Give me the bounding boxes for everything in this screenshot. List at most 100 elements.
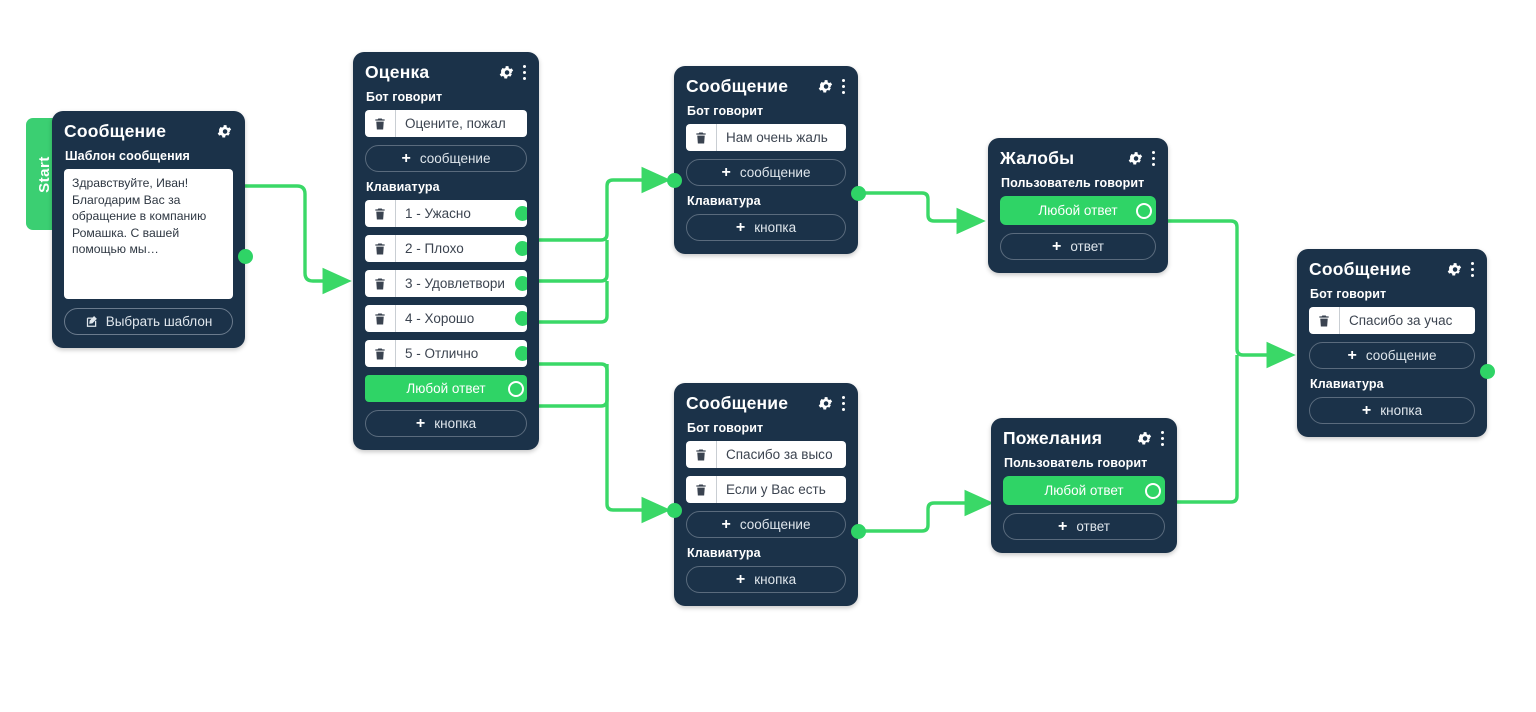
message-row[interactable]: Если у Вас есть <box>686 476 846 503</box>
message-text[interactable]: Спасибо за учас <box>1349 313 1453 328</box>
node-zhaloby[interactable]: Жалобы Пользователь говорит Любой ответ … <box>988 138 1168 273</box>
plus-icon: + <box>721 163 731 181</box>
output-port[interactable] <box>850 524 866 539</box>
more-vertical-icon[interactable] <box>1470 261 1475 278</box>
trash-icon[interactable] <box>686 124 717 151</box>
more-vertical-icon[interactable] <box>841 395 846 412</box>
gear-icon[interactable] <box>216 123 233 140</box>
gear-icon[interactable] <box>498 64 515 81</box>
node-title: Сообщение <box>686 76 789 96</box>
node-pozhelaniya[interactable]: Пожелания Пользователь говорит Любой отв… <box>991 418 1177 553</box>
add-keyboard-button[interactable]: + кнопка <box>1309 397 1475 424</box>
node-header-icons[interactable] <box>817 78 846 95</box>
keyboard-button-row[interactable]: 3 - Удовлетвори <box>365 270 527 297</box>
trash-icon[interactable] <box>365 270 396 297</box>
trash-icon[interactable] <box>1309 307 1340 334</box>
add-message-button[interactable]: + сообщение <box>686 159 846 186</box>
more-vertical-icon[interactable] <box>1151 150 1156 167</box>
message-row[interactable]: Оцените, пожал <box>365 110 527 137</box>
wire-thanks-to-pozhelaniya <box>858 489 994 533</box>
trash-icon[interactable] <box>365 200 396 227</box>
any-answer-bar[interactable]: Любой ответ <box>1000 196 1156 225</box>
add-keyboard-button[interactable]: + кнопка <box>365 410 527 437</box>
section-label-keyboard: Клавиатура <box>366 180 440 194</box>
input-port[interactable] <box>666 173 682 188</box>
add-button-label: кнопка <box>434 416 477 431</box>
keyboard-button-row[interactable]: 2 - Плохо <box>365 235 527 262</box>
more-vertical-icon[interactable] <box>841 78 846 95</box>
gear-icon[interactable] <box>1127 150 1144 167</box>
message-text[interactable]: Нам очень жаль <box>726 130 828 145</box>
gear-icon[interactable] <box>817 78 834 95</box>
node-header-icons[interactable] <box>817 395 846 412</box>
output-port[interactable] <box>515 206 527 221</box>
add-keyboard-button[interactable]: + кнопка <box>686 214 846 241</box>
output-port[interactable] <box>515 346 527 361</box>
node-final-message[interactable]: Сообщение Бот говорит Спасибо за учас + … <box>1297 249 1495 437</box>
add-answer-button[interactable]: + ответ <box>1003 513 1165 540</box>
node-header-icons[interactable] <box>1127 150 1156 167</box>
keyboard-button-text[interactable]: 4 - Хорошо <box>405 311 475 326</box>
keyboard-button-row[interactable]: 5 - Отлично <box>365 340 527 367</box>
section-label-keyboard: Клавиатура <box>687 546 761 560</box>
trash-icon[interactable] <box>365 340 396 367</box>
add-message-button[interactable]: + сообщение <box>1309 342 1475 369</box>
node-title: Пожелания <box>1003 428 1103 448</box>
more-vertical-icon[interactable] <box>1160 430 1165 447</box>
any-answer-bar[interactable]: Любой ответ <box>1003 476 1165 505</box>
message-text[interactable]: Оцените, пожал <box>405 116 506 131</box>
trash-icon[interactable] <box>686 441 717 468</box>
gear-icon[interactable] <box>1136 430 1153 447</box>
keyboard-button-row[interactable]: 1 - Ужасно <box>365 200 527 227</box>
keyboard-button-text[interactable]: 1 - Ужасно <box>405 206 471 221</box>
output-port[interactable] <box>850 186 866 201</box>
message-row[interactable]: Нам очень жаль <box>686 124 846 151</box>
gear-icon[interactable] <box>817 395 834 412</box>
any-answer-label: Любой ответ <box>1038 203 1118 218</box>
trash-icon[interactable] <box>686 476 717 503</box>
keyboard-button-text[interactable]: 2 - Плохо <box>405 241 464 256</box>
wire-btn3-merge <box>538 281 609 324</box>
input-port[interactable] <box>666 503 682 518</box>
node-header-icons[interactable] <box>1136 430 1165 447</box>
keyboard-button-text[interactable]: 5 - Отлично <box>405 346 479 361</box>
node-ocenka[interactable]: Оценка Бот говорит Оцените, пожал + сооб… <box>353 52 539 450</box>
plus-icon: + <box>1347 346 1357 364</box>
any-answer-bar[interactable]: Любой ответ <box>365 375 527 402</box>
output-port[interactable] <box>237 249 253 264</box>
output-port[interactable] <box>515 276 527 291</box>
any-answer-label: Любой ответ <box>1044 483 1124 498</box>
message-row[interactable]: Спасибо за учас <box>1309 307 1475 334</box>
add-message-label: сообщение <box>739 517 811 532</box>
message-text[interactable]: Спасибо за высо <box>726 447 833 462</box>
keyboard-button-row[interactable]: 4 - Хорошо <box>365 305 527 332</box>
message-template-text[interactable]: Здравствуйте, Иван! Благодарим Вас за об… <box>64 169 233 299</box>
message-row[interactable]: Спасибо за высо <box>686 441 846 468</box>
output-port-ring[interactable] <box>1136 202 1152 219</box>
trash-icon[interactable] <box>365 305 396 332</box>
node-header-icons[interactable] <box>498 64 527 81</box>
more-vertical-icon[interactable] <box>522 64 527 81</box>
keyboard-button-text[interactable]: 3 - Удовлетвори <box>405 276 505 291</box>
node-thanks-message[interactable]: Сообщение Бот говорит Спасибо за высо Ес… <box>666 383 866 606</box>
output-port-ring[interactable] <box>508 380 524 397</box>
output-port-ring[interactable] <box>1145 482 1161 499</box>
output-port[interactable] <box>515 241 527 256</box>
message-text[interactable]: Если у Вас есть <box>726 482 826 497</box>
section-label-keyboard: Клавиатура <box>687 194 761 208</box>
node-header-icons[interactable] <box>1446 261 1475 278</box>
output-port[interactable] <box>1479 364 1495 379</box>
node-start-message[interactable]: Сообщение Шаблон сообщения Здравствуйте,… <box>52 111 253 348</box>
node-header-icons[interactable] <box>216 123 233 140</box>
gear-icon[interactable] <box>1446 261 1463 278</box>
trash-icon[interactable] <box>365 235 396 262</box>
node-sorry-message[interactable]: Сообщение Бот говорит Нам очень жаль + с… <box>666 66 866 254</box>
output-port[interactable] <box>515 311 527 326</box>
add-message-button[interactable]: + сообщение <box>365 145 527 172</box>
trash-icon[interactable] <box>365 110 396 137</box>
add-keyboard-button[interactable]: + кнопка <box>686 566 846 593</box>
add-message-button[interactable]: + сообщение <box>686 511 846 538</box>
add-answer-button[interactable]: + ответ <box>1000 233 1156 260</box>
choose-template-button[interactable]: Выбрать шаблон <box>64 308 233 335</box>
